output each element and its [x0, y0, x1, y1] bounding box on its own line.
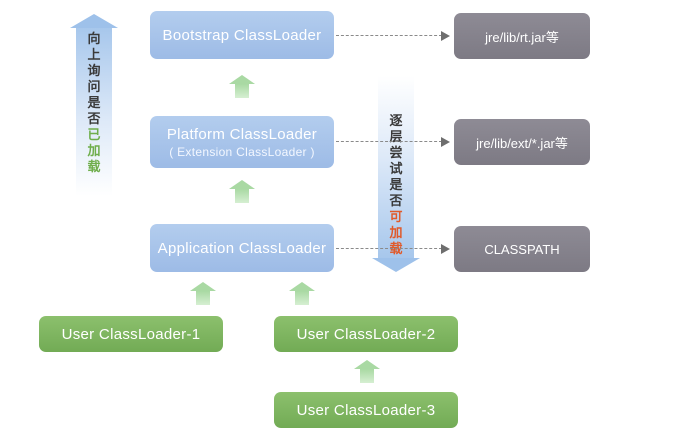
platform-classloader: Platform ClassLoader ( Extension ClassLo… [150, 116, 334, 168]
platform-path: jre/lib/ext/*.jar等 [454, 119, 590, 165]
user-classloader-1: User ClassLoader-1 [39, 316, 223, 352]
try-down-arrow-body: 逐层尝试是否 可加载 [378, 76, 414, 258]
bootstrap-path: jre/lib/rt.jar等 [454, 13, 590, 59]
try-down-highlight: 可加载 [389, 210, 403, 257]
application-path-label: CLASSPATH [484, 241, 560, 257]
try-down-label: 逐层尝试是否 [389, 114, 403, 209]
user-classloader-3: User ClassLoader-3 [274, 392, 458, 428]
ask-up-label: 向上询问是否 [87, 32, 101, 127]
bootstrap-classloader: Bootstrap ClassLoader [150, 11, 334, 59]
platform-classloader-label: Platform ClassLoader [166, 125, 318, 143]
try-down-arrow: 逐层尝试是否 可加载 [372, 76, 420, 272]
platform-path-label: jre/lib/ext/*.jar等 [476, 135, 568, 151]
user3-to-user2-arrow [352, 360, 382, 383]
application-classloader: Application ClassLoader [150, 224, 334, 272]
user-classloader-2-label: User ClassLoader-2 [296, 325, 436, 343]
application-path-arrow [336, 244, 450, 254]
ask-up-arrow: 向上询问是否 已加载 [70, 14, 118, 196]
bootstrap-path-arrow [336, 31, 450, 41]
ask-up-highlight: 已加载 [87, 128, 101, 175]
application-classloader-label: Application ClassLoader [157, 239, 327, 257]
bootstrap-path-label: jre/lib/rt.jar等 [485, 29, 559, 45]
user-classloader-2: User ClassLoader-2 [274, 316, 458, 352]
try-down-arrow-head [372, 258, 420, 272]
user1-to-application-arrow [188, 282, 218, 305]
user-classloader-3-label: User ClassLoader-3 [296, 401, 436, 419]
ask-up-arrow-head [70, 14, 118, 28]
application-to-platform-arrow [227, 180, 257, 203]
platform-path-arrow [336, 137, 450, 147]
user2-to-application-arrow [287, 282, 317, 305]
platform-classloader-sublabel: ( Extension ClassLoader ) [169, 144, 315, 159]
bootstrap-classloader-label: Bootstrap ClassLoader [162, 26, 322, 44]
application-path: CLASSPATH [454, 226, 590, 272]
ask-up-arrow-body: 向上询问是否 已加载 [76, 28, 112, 196]
platform-to-bootstrap-arrow [227, 75, 257, 98]
user-classloader-1-label: User ClassLoader-1 [61, 325, 201, 343]
